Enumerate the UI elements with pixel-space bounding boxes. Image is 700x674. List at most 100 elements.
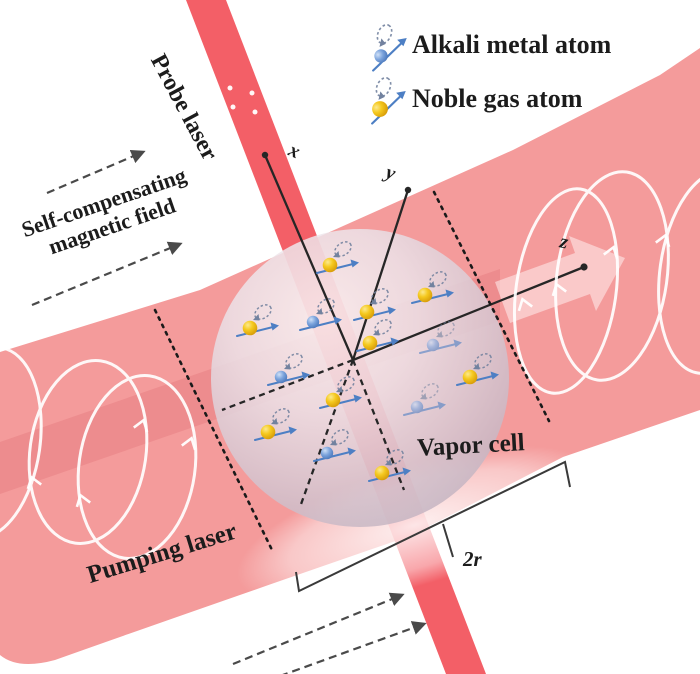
noble-gas-atom — [368, 449, 411, 482]
polarization-ring-left-edge — [0, 346, 43, 540]
noble-atom-sphere — [322, 257, 338, 273]
noble-gas-atom — [254, 408, 297, 441]
alkali-metal-atom — [267, 353, 310, 386]
spin-arrow-head — [353, 394, 362, 403]
field-arrow-bottom-1 — [232, 592, 405, 666]
precession-arrow-head — [336, 386, 343, 393]
precession-arrow-head — [253, 314, 260, 321]
alkali-atom-sphere — [426, 338, 440, 352]
precession-arrow-head — [379, 38, 386, 47]
precession-arrow-head — [271, 418, 278, 425]
atoms-layer — [236, 23, 499, 482]
precession-arrow-head — [373, 329, 380, 336]
axis-z-tip — [580, 263, 588, 271]
noble-atom-sphere — [242, 320, 258, 336]
polarization-ring-right-1 — [512, 187, 620, 395]
dotted-guide-right — [432, 190, 551, 423]
polarization-rings — [0, 169, 700, 560]
noble-atom-sphere — [462, 369, 478, 385]
vapor-cell-sphere — [211, 229, 509, 527]
precession-arrow-head — [316, 308, 323, 315]
noble-atom-sphere — [359, 304, 375, 320]
polarization-ring-left-1 — [27, 359, 149, 545]
probe-beam-dots — [227, 85, 258, 115]
alkali-metal-atom — [419, 321, 462, 354]
noble-atom-sphere — [260, 424, 276, 440]
alkali-atom-sphere — [320, 446, 334, 460]
noble-gas-atom — [411, 271, 454, 304]
spin-arrow-head — [453, 339, 462, 348]
precession-arrow-head — [420, 393, 427, 400]
precession-arrow-head — [333, 251, 340, 258]
noble-gas-atom — [316, 241, 359, 274]
axis-neg-x-dashed — [351, 359, 406, 491]
dotted-guide-left — [153, 308, 274, 552]
polarization-ring-right-edge — [657, 169, 700, 375]
alkali-atom-sphere — [274, 370, 288, 384]
axis-neg-y-dashed — [298, 359, 355, 508]
precession-arrow-head — [473, 363, 480, 370]
precession-arrow-head — [428, 281, 435, 288]
precession-arrow-head — [378, 91, 385, 100]
precession-arrow-head — [385, 459, 392, 466]
spin-arrow-head — [437, 401, 446, 410]
axis-y-tip — [404, 186, 412, 194]
legend-item-alkali-label: Alkali metal atom — [412, 30, 612, 59]
axis-x-line — [263, 154, 355, 361]
spin-arrow-head — [387, 306, 396, 315]
beam-diameter-label: 2r — [463, 547, 482, 571]
spin-arrow-head — [301, 371, 310, 380]
noble-gas-atom — [371, 76, 406, 125]
polarization-ring-left-2 — [76, 374, 198, 560]
precession-arrow — [376, 23, 393, 45]
polarization-rotation-arrows — [26, 233, 671, 508]
noble-gas-atom — [319, 376, 362, 409]
legend-item-noble-label: Noble gas atom — [412, 84, 583, 113]
axis-z-line — [352, 265, 585, 362]
alkali-metal-atom — [403, 383, 446, 416]
axis-y-line — [351, 189, 410, 361]
noble-atom-sphere — [325, 392, 341, 408]
field-arrow-bottom-2 — [282, 621, 427, 674]
noble-atom-sphere — [362, 335, 378, 351]
alkali-metal-atom — [372, 23, 407, 72]
noble-gas-atom — [236, 304, 279, 337]
spin-arrow-head — [490, 371, 499, 380]
noble-gas-atom — [353, 288, 396, 321]
axis-neg-z-dashed — [221, 358, 354, 412]
spin-arrow-head — [288, 426, 297, 435]
noble-gas-atom — [356, 319, 399, 352]
noble-atom-sphere — [417, 287, 433, 303]
precession-arrow — [375, 76, 392, 98]
polarization-ring-right-2 — [554, 170, 670, 382]
pump-direction-arrow — [495, 236, 625, 323]
precession-arrow-head — [370, 298, 377, 305]
alkali-atom-sphere — [410, 400, 424, 414]
alkali-atom-sphere — [306, 315, 320, 329]
beam-width-tick — [442, 523, 454, 558]
dimension-bracket — [295, 460, 571, 593]
axis-x-tip — [261, 151, 269, 159]
spin-arrow-head — [445, 289, 454, 298]
field-arrow-top-2 — [31, 241, 183, 307]
precession-arrow-head — [284, 363, 291, 370]
alkali-atom-sphere — [374, 49, 388, 63]
alkali-metal-atom — [313, 429, 356, 462]
spin-arrow-head — [402, 467, 411, 476]
spin-arrow-head — [347, 447, 356, 456]
field-arrow-top-1 — [46, 149, 146, 195]
alkali-metal-atom — [299, 298, 342, 331]
spin-arrow-head — [350, 259, 359, 268]
spin-arrow-head — [390, 337, 399, 346]
precession-arrow-head — [330, 439, 337, 446]
vapor-cell-label: Vapor cell — [416, 429, 526, 462]
spin-arrow-head — [333, 316, 342, 325]
noble-atom-sphere — [374, 465, 390, 481]
spin-arrow-head — [396, 91, 406, 100]
noble-atom-sphere — [372, 101, 388, 117]
spin-arrow-head — [397, 38, 407, 47]
precession-arrow-head — [436, 331, 443, 338]
spin-arrow-head — [270, 322, 279, 331]
